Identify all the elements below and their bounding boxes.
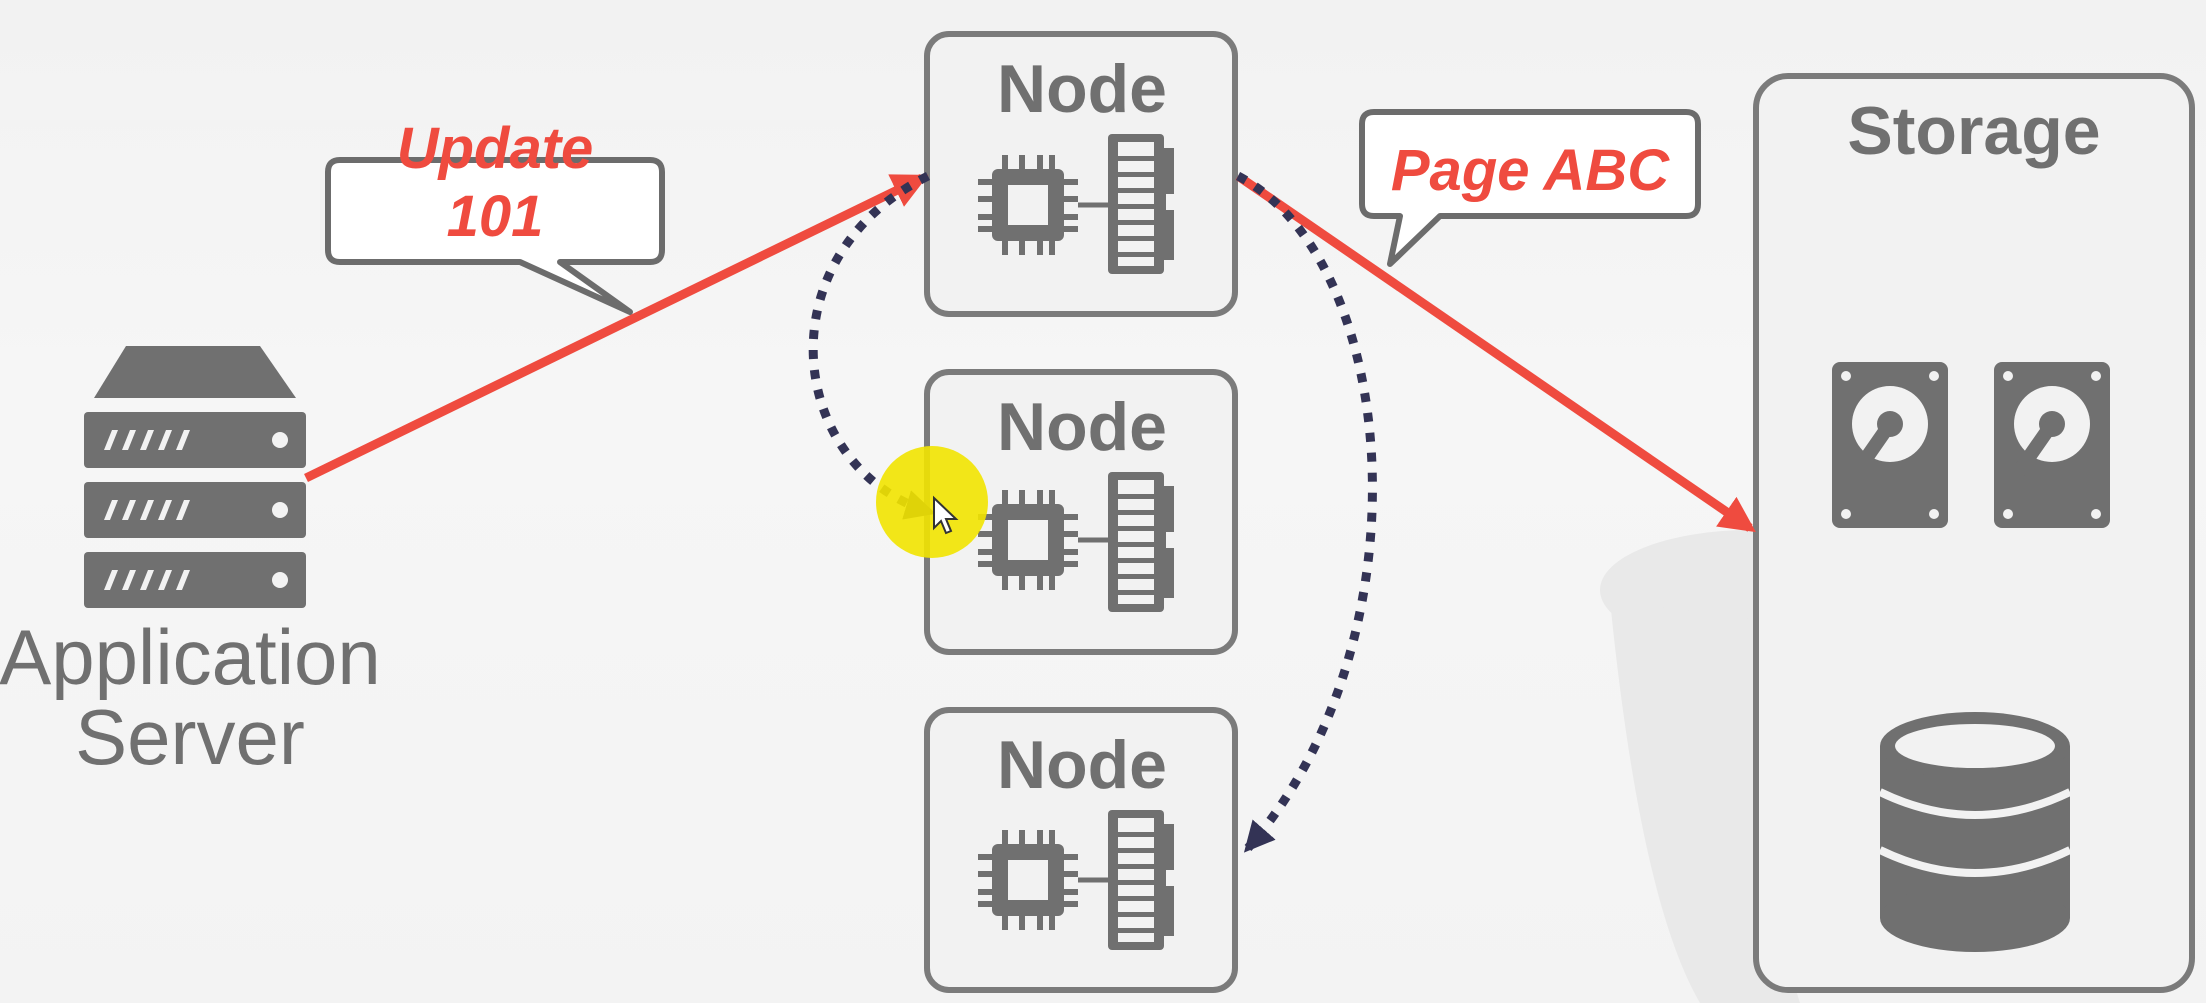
cursor-highlight [876, 446, 988, 558]
memory-module-icon [1108, 810, 1174, 950]
server-rack-icon [84, 346, 306, 608]
node-title-3: Node [997, 727, 1167, 803]
hard-drive-icon [1832, 362, 1948, 528]
application-server[interactable]: Application Server [0, 346, 381, 781]
page-callout-text: Page ABC [1391, 138, 1670, 203]
node-title-2: Node [997, 389, 1167, 465]
memory-module-icon [1108, 134, 1174, 274]
mouse-cursor-icon [933, 495, 959, 535]
node-title-1: Node [997, 51, 1167, 127]
node-box-1[interactable]: Node [924, 31, 1238, 317]
page-arrow [1235, 172, 1756, 533]
storage-box[interactable]: Storage [1753, 73, 2195, 993]
app-server-label-line2: Server [75, 693, 305, 781]
page-callout: Page ABC [1359, 109, 1701, 267]
replication-arrow-node3 [1235, 172, 1377, 853]
update-callout-line2: 101 [447, 184, 544, 249]
update-callout-line1: Update [397, 116, 594, 181]
node-box-3[interactable]: Node [924, 707, 1238, 993]
update-arrow [304, 173, 929, 483]
app-server-label-line1: Application [0, 613, 381, 701]
memory-module-icon [1108, 472, 1174, 612]
database-icon [1878, 712, 2072, 952]
storage-title: Storage [1847, 93, 2100, 169]
update-callout: Update 101 [325, 116, 665, 315]
hard-drive-icon [1994, 362, 2110, 528]
